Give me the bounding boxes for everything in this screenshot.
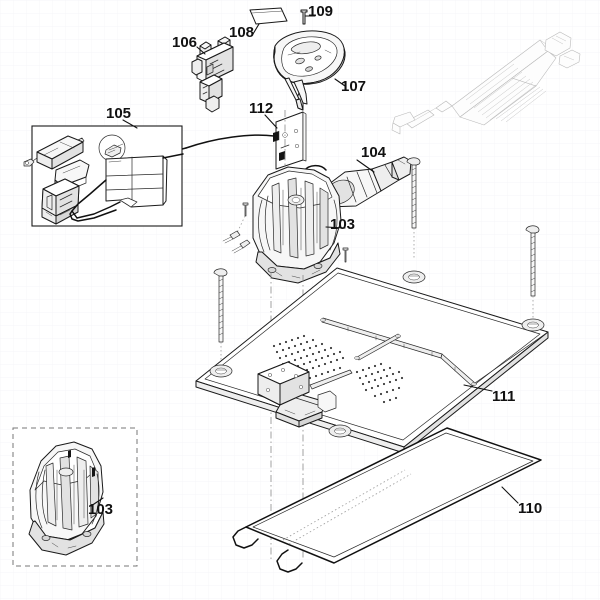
inset-105-box	[23, 119, 184, 227]
callout-107: 107	[341, 78, 366, 95]
callout-105: 105	[106, 105, 131, 122]
callout-111: 111	[492, 388, 515, 405]
part-bracket-plate	[168, 110, 307, 255]
callout-labels: 103 103 104 105 106 107 108 109 110 111 …	[88, 3, 542, 518]
callout-112: 112	[249, 100, 273, 117]
callout-110: 110	[518, 500, 542, 517]
part-rubber-mat	[232, 427, 542, 573]
inset-103-frame	[12, 427, 138, 567]
screw-housing-right	[342, 247, 349, 263]
callout-108: 108	[229, 24, 254, 41]
callout-103a: 103	[330, 216, 355, 233]
callout-103b: 103	[88, 501, 113, 518]
screw-long-right	[525, 225, 540, 324]
part-switch-module	[191, 36, 234, 113]
part-screw-109	[300, 9, 316, 25]
mat-texture-line	[282, 469, 412, 545]
part-label-sticker	[249, 7, 288, 35]
callout-109: 109	[308, 3, 333, 20]
plate-vent-perforations	[272, 334, 404, 404]
screw-long-topright	[406, 157, 421, 258]
screw-housing-left-1	[222, 202, 249, 244]
callout-104: 104	[361, 144, 387, 161]
part-handle-panel	[273, 30, 346, 111]
callout-106: 106	[172, 34, 197, 51]
inset-103-box	[12, 427, 138, 567]
screw-housing-left-2	[231, 239, 251, 254]
screw-long-left	[213, 268, 228, 370]
ghost-battery-pack	[391, 31, 581, 135]
plate-corner-holes	[209, 270, 545, 438]
inset-105-frame	[31, 125, 183, 227]
plate-mount-bracket	[257, 361, 353, 428]
